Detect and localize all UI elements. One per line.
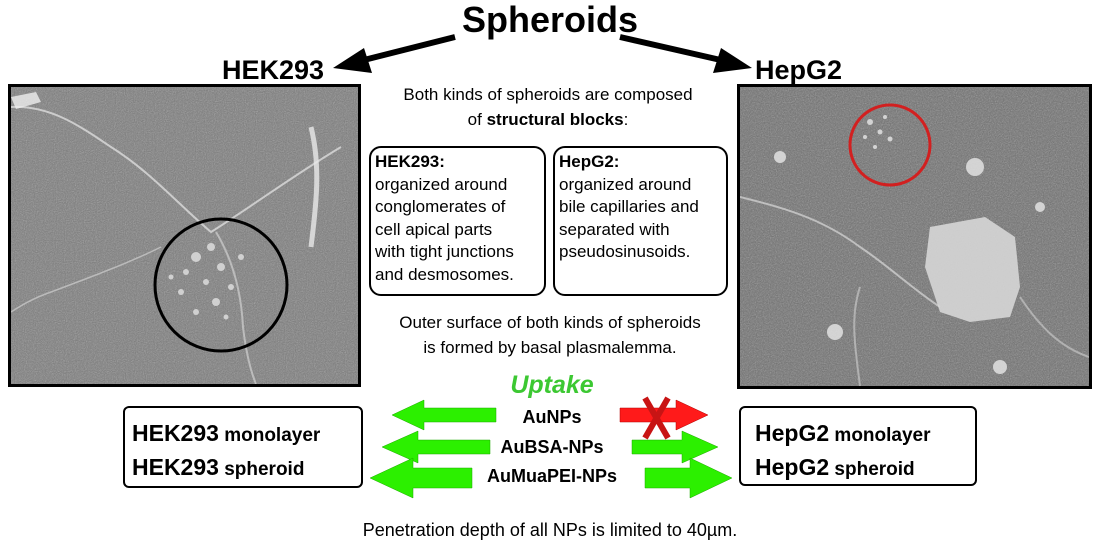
outer-line-1: Outer surface of both kinds of spheroids: [399, 313, 701, 332]
hepg2-box-heading: HepG2:: [559, 152, 620, 171]
figure-title: Spheroids: [461, 0, 639, 40]
arrow-aunps-hepg2: [619, 399, 709, 431]
hek293-box-line: and desmosomes.: [375, 264, 514, 284]
hek293-monolayer-type: monolayer: [218, 425, 321, 446]
hek293-micrograph: [8, 84, 361, 387]
arrow-aubsa-hek293: [381, 430, 491, 464]
arrow-aunps-hek293: [391, 399, 497, 431]
hek293-monolayer: HEK293 monolayer: [132, 418, 361, 452]
intro-structural-blocks: structural blocks: [486, 110, 624, 129]
hepg2-bile-capillary-circle: [848, 103, 932, 187]
hek293-spheroid-type: spheroid: [218, 459, 305, 480]
intro-line-1: Both kinds of spheroids are composed: [403, 85, 693, 104]
no-uptake-cross-icon: [642, 396, 671, 440]
hek293-models-box: HEK293 monolayer HEK293 spheroid: [123, 406, 363, 488]
hepg2-box-line: pseudosinusoids.: [559, 242, 691, 261]
intro-suffix: :: [623, 110, 629, 129]
hek293-box-line: conglomerates of: [375, 197, 506, 216]
np-label-aubsa: AuBSA-NPs: [500, 437, 604, 457]
hepg2-box-line: organized around: [559, 174, 692, 194]
arrow-to-hek293: [333, 34, 456, 73]
hepg2-monolayer: HepG2 monolayer: [755, 418, 975, 452]
hepg2-label: HepG2: [755, 55, 843, 85]
intro-line-2: of structural blocks:: [362, 107, 734, 132]
hepg2-monolayer-type: monolayer: [829, 425, 931, 446]
np-label-aunps: AuNPs: [522, 407, 582, 427]
hepg2-spheroid-type: spheroid: [829, 459, 915, 480]
hepg2-description-box: HepG2: organized around bile capillaries…: [553, 146, 728, 296]
structural-blocks-intro: Both kinds of spheroids are composed of …: [362, 82, 734, 132]
hek293-box-line: organized around: [375, 174, 508, 194]
hek293-box-line: with tight junctions: [375, 242, 514, 261]
hepg2-models-box: HepG2 monolayer HepG2 spheroid: [739, 406, 977, 486]
uptake-title: Uptake: [510, 371, 594, 399]
hek293-monolayer-cell: HEK293: [132, 420, 219, 446]
hek293-box-heading: HEK293:: [375, 152, 445, 171]
np-label-aumuapei: AuMuaPEI-NPs: [486, 466, 618, 486]
hepg2-monolayer-cell: HepG2: [755, 420, 830, 446]
hek293-label: HEK293: [222, 55, 325, 85]
outer-line-2: is formed by basal plasmalemma.: [423, 338, 677, 357]
penetration-depth-footer: Penetration depth of all NPs is limited …: [362, 520, 738, 540]
hepg2-spheroid-cell: HepG2: [755, 454, 830, 480]
arrow-to-hepg2: [619, 34, 752, 73]
hek293-spheroid: HEK293 spheroid: [132, 452, 361, 486]
arrow-aumuapei-hek293: [369, 457, 473, 499]
outer-surface-text: Outer surface of both kinds of spheroids…: [360, 310, 740, 360]
hepg2-box-line: bile capillaries and: [559, 197, 699, 216]
hek293-spheroid-cell: HEK293: [132, 454, 219, 480]
hepg2-micrograph: [737, 84, 1092, 389]
intro-prefix: of: [467, 110, 487, 129]
hepg2-spheroid: HepG2 spheroid: [755, 452, 975, 486]
arrow-aubsa-hepg2: [631, 430, 719, 464]
hepg2-box-line: separated with: [559, 219, 670, 239]
hek293-box-line: cell apical parts: [375, 219, 493, 239]
hek293-structural-block-circle: [153, 217, 289, 353]
hek293-description-box: HEK293: organized around conglomerates o…: [369, 146, 546, 296]
arrow-aumuapei-hepg2: [644, 457, 733, 499]
